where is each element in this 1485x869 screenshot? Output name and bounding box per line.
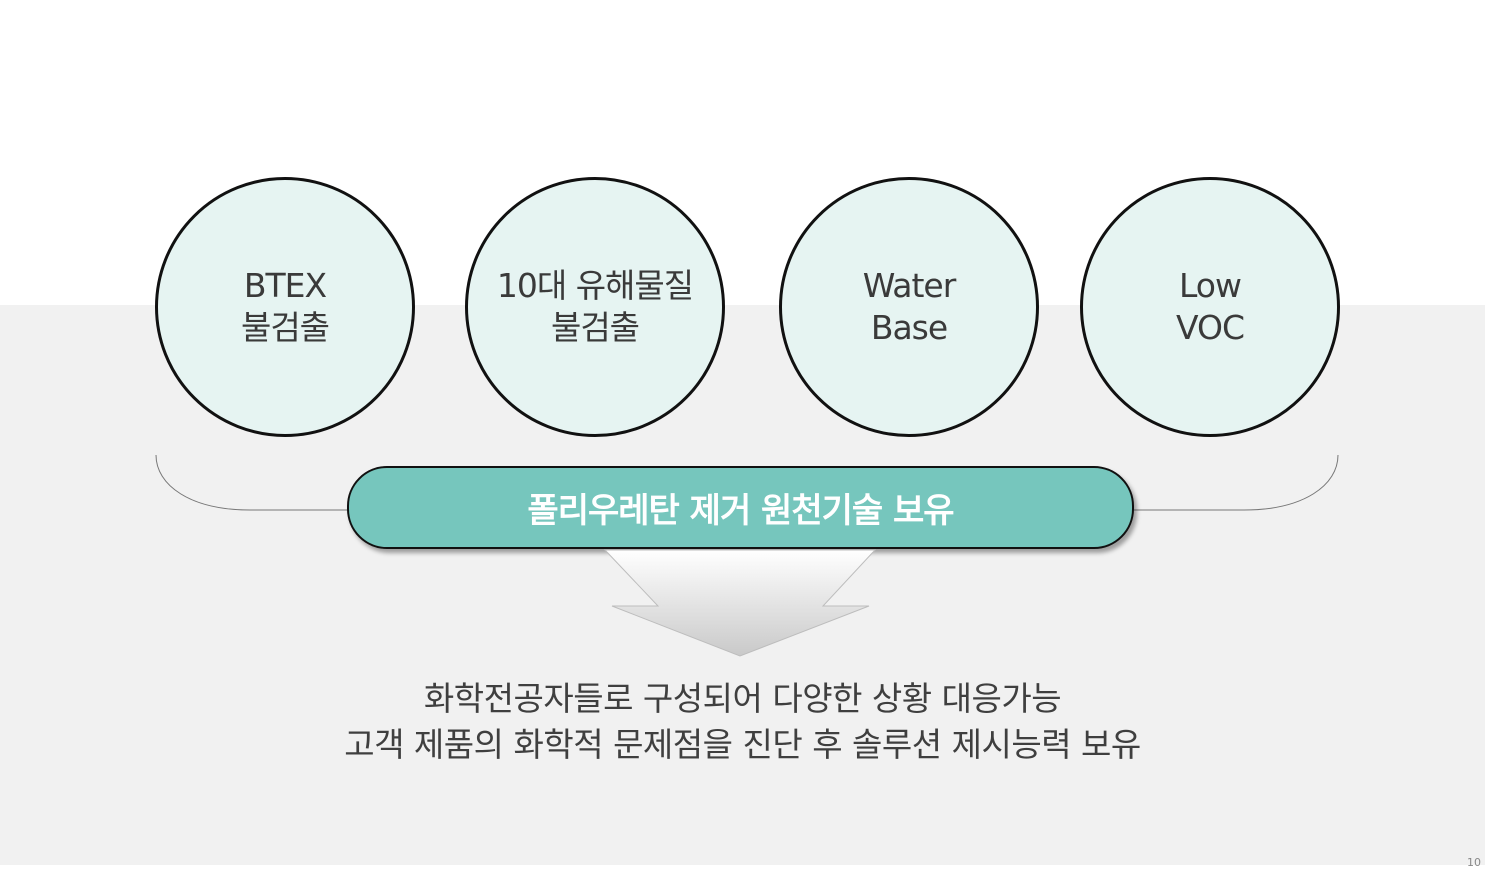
feature-line2: VOC <box>1175 308 1245 347</box>
description-block: 화학전공자들로 구성되어 다양한 상황 대응가능 고객 제품의 화학적 문제점을… <box>0 676 1485 768</box>
feature-circle-btex: BTEX 불검출 <box>155 177 415 437</box>
feature-circle-water-base: Water Base <box>779 177 1039 437</box>
feature-line2: 불검출 <box>240 308 330 347</box>
feature-line1: Water <box>862 266 957 305</box>
description-line2: 고객 제품의 화학적 문제점을 진단 후 솔루션 제시능력 보유 <box>344 725 1141 764</box>
feature-circle-harmful-substances: 10대 유해물질 불검출 <box>465 177 725 437</box>
core-technology-banner: 폴리우레탄 제거 원천기술 보유 <box>347 466 1134 549</box>
banner-text: 폴리우레탄 제거 원천기술 보유 <box>527 491 954 531</box>
feature-line2: Base <box>870 308 948 347</box>
down-arrow-icon <box>603 549 877 657</box>
bracket-connector <box>155 454 1339 511</box>
feature-line2: 불검출 <box>550 308 640 347</box>
feature-line1: BTEX <box>243 266 327 305</box>
feature-line1: 10대 유해물질 <box>496 266 694 305</box>
page-number: 10 <box>1467 856 1481 869</box>
description-line1: 화학전공자들로 구성되어 다양한 상황 대응가능 <box>423 679 1062 718</box>
feature-circle-low-voc: Low VOC <box>1080 177 1340 437</box>
feature-line1: Low <box>1179 266 1242 305</box>
